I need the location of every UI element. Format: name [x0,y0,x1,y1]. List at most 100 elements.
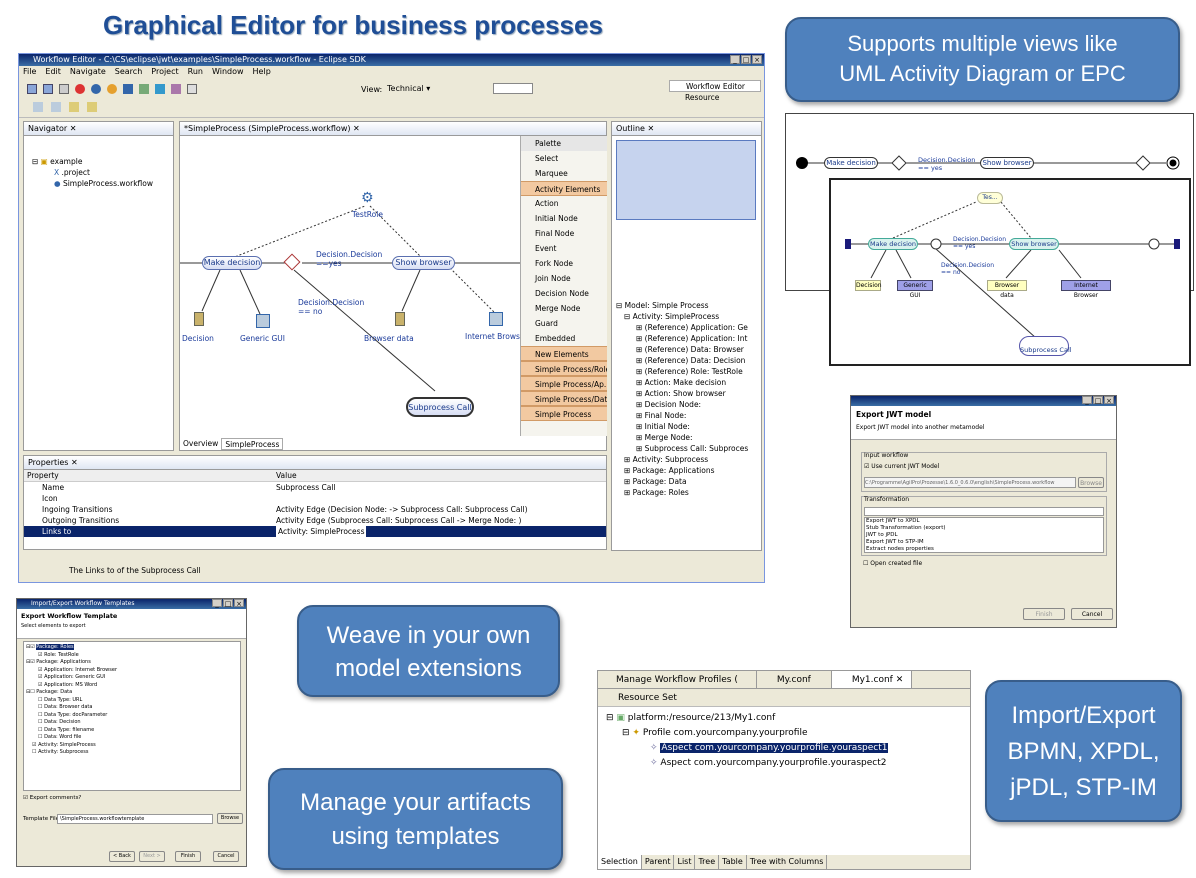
outline-item[interactable]: ⊞ Subprocess Call: Subproces [636,444,749,453]
menu-search[interactable]: Search [114,67,143,76]
minimize-button[interactable]: _ [730,55,740,64]
workflow-path-field[interactable]: C:\Programme\AgilPro\Prozesse\1.6.0_0.6.… [864,477,1076,488]
close-button[interactable]: × [1104,396,1114,405]
palette-group-roles[interactable]: Simple Process/Roles [521,361,607,376]
epc-node-subprocess-call[interactable]: Subprocess Call [1019,336,1072,356]
minimize-button[interactable]: _ [1082,396,1092,405]
outline-tab[interactable]: Outline ✕ [612,122,761,136]
palette-group-data[interactable]: Simple Process/Data [521,391,607,406]
transformation-item[interactable]: Export JWT to STP-IM [866,539,924,545]
export-comments-checkbox[interactable]: ☑ Export comments? [23,795,82,801]
open-created-checkbox[interactable]: ☐ Open created file [863,560,923,567]
template-file-field[interactable]: \SimpleProcess.workflowtemplate [57,814,213,824]
palette-initial-node[interactable]: Initial Node [535,214,578,223]
outline-item[interactable]: ⊞ (Reference) Role: TestRole [636,367,743,376]
maximize-button[interactable]: □ [741,55,751,64]
template-tree-item[interactable]: ⊟☑ Package: Applications [26,659,91,665]
uml-node-show-browser[interactable]: Show browser [980,157,1034,169]
palette-group-process[interactable]: Simple Process [521,406,607,421]
cancel-button[interactable]: Cancel [1071,608,1113,620]
template-tree-item[interactable]: ☑ Role: TestRole [38,651,79,658]
menu-project[interactable]: Project [151,67,179,76]
template-tree-item[interactable]: ☐ Data: Decision [38,719,81,725]
epc-node-show-browser[interactable]: Show browser [1009,238,1059,250]
transformation-list[interactable]: Export JWT to XPDL Stub Transformation (… [864,517,1104,553]
tab-tree[interactable]: Tree [695,855,720,869]
profile-tree-item[interactable]: ⊟ ▣ platform:/resource/213/My1.conf [606,713,776,723]
palette-merge-node[interactable]: Merge Node [535,304,581,313]
perspective-switcher[interactable]: Workflow Editor Resource [669,80,761,110]
finish-button[interactable]: Finish [175,851,201,862]
node-make-decision[interactable]: Make decision [202,256,262,270]
palette-event[interactable]: Event [535,244,557,253]
template-tree-item[interactable]: ☑ Activity: SimpleProcess [32,741,96,748]
template-tree-item[interactable]: ⊟☑ Package: Roles [26,644,74,650]
transformation-combo[interactable] [864,507,1104,516]
tab-parent[interactable]: Parent [642,855,675,869]
tab-selection[interactable]: Selection [598,855,642,869]
toolbar-icons-row1[interactable] [27,84,197,94]
palette-marquee-tool[interactable]: Marquee [535,169,568,178]
palette-select-tool[interactable]: Select [535,154,559,163]
outline-item[interactable]: ⊞ Package: Applications [624,466,715,475]
template-tree-item[interactable]: ☐ Data: Word file [38,734,82,740]
editor-tab[interactable]: *SimpleProcess (SimpleProcess.workflow) … [180,122,606,136]
maximize-button[interactable]: □ [223,599,233,608]
zoom-combo[interactable] [493,83,533,94]
palette-title[interactable]: Palette [521,136,607,151]
palette-decision-node[interactable]: Decision Node [535,289,589,298]
palette-join-node[interactable]: Join Node [535,274,571,283]
outline-item[interactable]: ⊞ Decision Node: [636,400,702,409]
outline-item[interactable]: ⊟ Activity: SimpleProcess [624,312,720,321]
use-current-checkbox[interactable]: ☑ Use current JWT Model [864,463,940,470]
outline-item[interactable]: ⊞ (Reference) Data: Browser [636,345,744,354]
outline-item[interactable]: ⊞ Action: Make decision [636,378,727,387]
next-button[interactable]: Next > [139,851,165,862]
palette-fork-node[interactable]: Fork Node [535,259,574,268]
outline-item[interactable]: ⊞ (Reference) Application: Int [636,334,748,343]
tree-item-project[interactable]: X .project [54,168,90,177]
template-tree-item[interactable]: ☐ Activity: Subprocess [32,749,89,755]
template-tree-item[interactable]: ☐ Data Type: docParameter [38,711,108,718]
menu-edit[interactable]: Edit [45,67,61,76]
tab-tree-with-columns[interactable]: Tree with Columns [747,855,828,869]
palette-guard[interactable]: Guard [535,319,558,328]
transformation-item[interactable]: Stub Transformation (export) [866,525,946,531]
menu-navigate[interactable]: Navigate [69,67,106,76]
properties-tab[interactable]: Properties ✕ [24,456,606,470]
tree-item-workflow[interactable]: ● SimpleProcess.workflow [54,179,153,188]
cancel-button[interactable]: Cancel [213,851,239,862]
menu-run[interactable]: Run [187,67,203,76]
outline-item[interactable]: ⊞ Merge Node: [636,433,693,442]
outline-item[interactable]: ⊞ Package: Data [624,477,687,486]
transformation-item[interactable]: JWT to jPDL [866,532,898,538]
minimize-button[interactable]: _ [212,599,222,608]
tab-my1-conf[interactable]: My1.conf ✕ [831,671,913,688]
tab-table[interactable]: Table [719,855,747,869]
outline-item[interactable]: ⊞ Action: Show browser [636,389,726,398]
perspective-workflow-editor[interactable]: Workflow Editor [669,80,761,92]
property-row[interactable]: Icon [42,494,58,503]
outline-item[interactable]: ⊞ (Reference) Application: Ge [636,323,748,332]
transformation-item[interactable]: Export JWT to XPDL [866,518,920,524]
back-button[interactable]: < Back [109,851,135,862]
template-tree-item[interactable]: ☐ Data Type: URL [38,696,83,703]
palette-action[interactable]: Action [535,199,559,208]
close-button[interactable]: × [752,55,762,64]
template-tree-item[interactable]: ☐ Data Type: filename [38,726,95,733]
palette-final-node[interactable]: Final Node [535,229,575,238]
template-tree-item[interactable]: ☑ Application: MS Word [38,681,98,688]
profile-tree-item[interactable]: ✧ Aspect com.yourcompany.yourprofile.you… [650,758,887,768]
palette-group-activity[interactable]: Activity Elements [521,181,607,196]
outline-item[interactable]: ⊞ Initial Node: [636,422,690,431]
profile-tree-item-selected[interactable]: ✧ Aspect com.yourcompany.yourprofile.you… [650,743,889,753]
maximize-button[interactable]: □ [1093,396,1103,405]
tab-simpleprocess[interactable]: SimpleProcess [221,438,284,450]
close-button[interactable]: × [234,599,244,608]
perspective-resource[interactable]: Resource [685,93,720,102]
epc-node-make-decision[interactable]: Make decision [868,238,918,250]
menu-file[interactable]: File [23,67,37,76]
